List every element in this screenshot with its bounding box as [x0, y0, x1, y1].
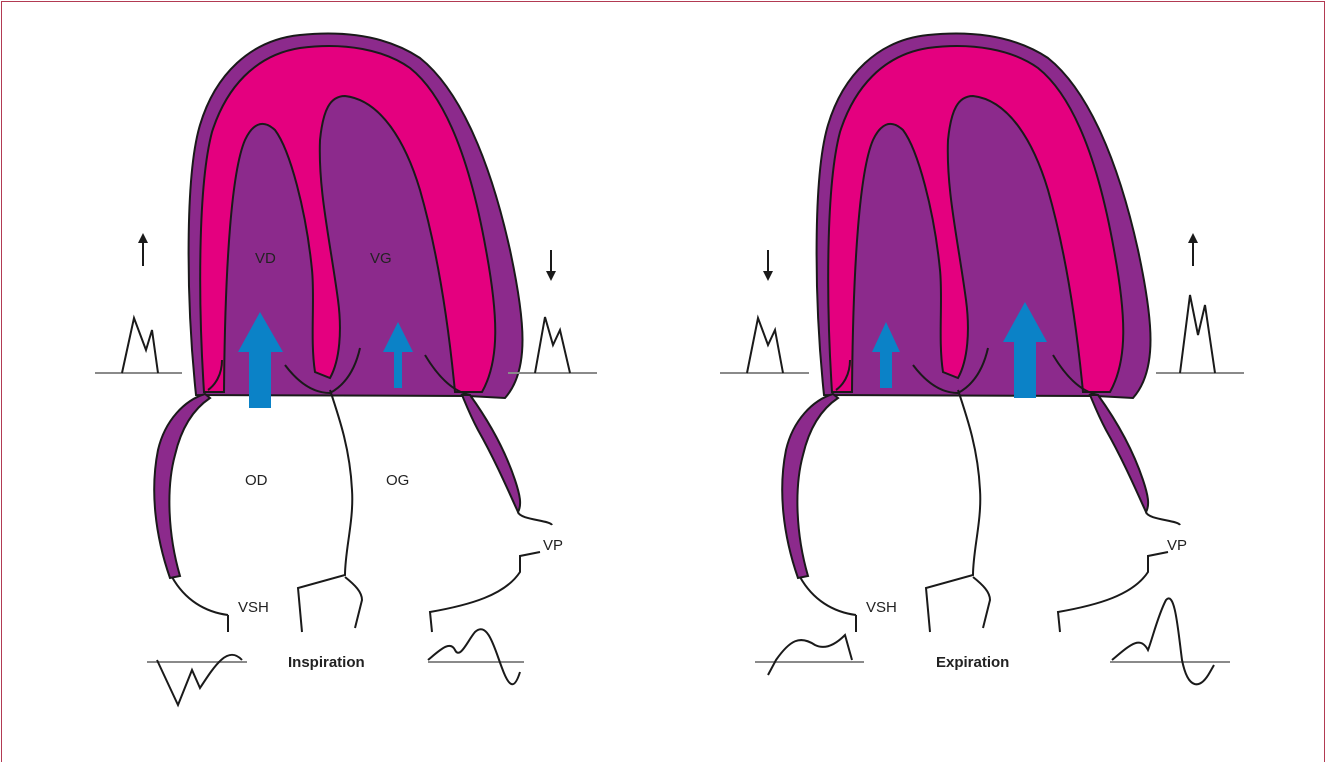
label-rv: VD — [255, 250, 276, 267]
label-hepatic-vein: VSH — [866, 599, 897, 616]
doppler-waveform-icon — [428, 629, 524, 684]
doppler-waveform-icon — [147, 655, 247, 705]
doppler-waveform-icon — [755, 635, 864, 675]
arrow-up-icon — [1188, 233, 1198, 266]
label-ra: OD — [245, 472, 268, 489]
label-la: OG — [386, 472, 409, 489]
label-pulmonary-vein: VP — [543, 537, 563, 554]
label-hepatic-vein: VSH — [238, 599, 269, 616]
panel-caption: Expiration — [936, 654, 1009, 671]
label-pulmonary-vein: VP — [1167, 537, 1187, 554]
arrow-down-icon — [763, 250, 773, 281]
arrow-up-icon — [138, 233, 148, 266]
doppler-waveform-icon — [1110, 598, 1230, 684]
heart-drawing — [154, 34, 552, 632]
panel-caption: Inspiration — [288, 654, 365, 671]
doppler-waveform-icon — [1156, 295, 1244, 373]
panel-expiration: VD VG OD OG VSH VP — [720, 34, 1244, 685]
label-lv: VG — [370, 250, 392, 267]
arrow-down-icon — [546, 250, 556, 281]
doppler-waveform-icon — [720, 318, 809, 373]
panel-inspiration: VD VG OD OG VSH VP — [95, 34, 597, 705]
doppler-waveform-icon — [95, 318, 182, 373]
heart-drawing — [782, 34, 1180, 632]
